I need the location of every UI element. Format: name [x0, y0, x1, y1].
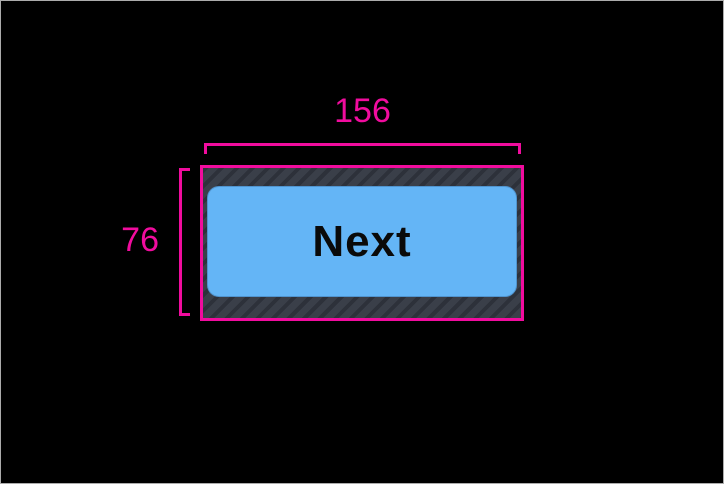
next-button[interactable]: Next: [207, 186, 517, 297]
dimension-tick: [179, 168, 190, 171]
width-dimension-label: 156: [334, 92, 391, 130]
dimension-tick: [204, 143, 207, 154]
dimension-tick: [518, 143, 521, 154]
next-button-label: Next: [312, 216, 412, 266]
widget-bounds-overlay: Next: [200, 165, 524, 321]
width-dimension-line: [204, 143, 521, 154]
dimension-tick: [179, 313, 190, 316]
padding-hatch-area: Next: [203, 168, 521, 318]
height-dimension-line: [179, 168, 190, 316]
height-dimension-label: 76: [121, 221, 159, 259]
